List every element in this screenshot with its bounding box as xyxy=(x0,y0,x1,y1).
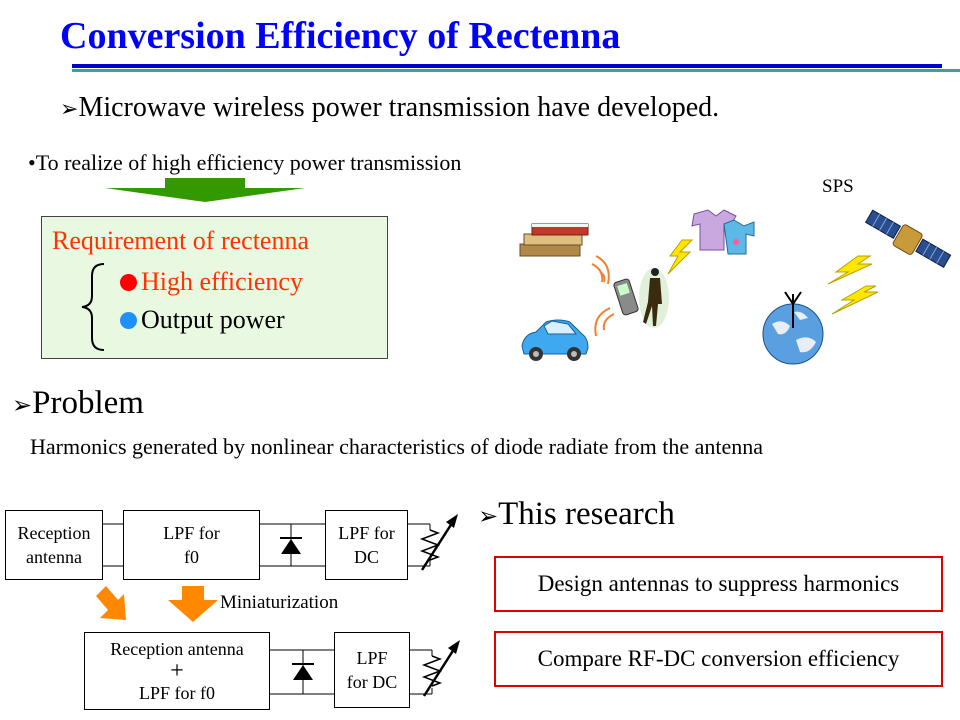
requirement-item-output-power: Output power xyxy=(120,305,285,335)
lightning-icon xyxy=(667,239,694,275)
problem-heading: ➢Problem xyxy=(12,385,144,421)
clothes-icon xyxy=(691,209,755,255)
down-right-arrow-icon xyxy=(96,586,126,620)
research-item-design-antennas: Design antennas to suppress harmonics xyxy=(494,556,943,612)
sps-label: SPS xyxy=(822,176,854,197)
problem-text: Harmonics generated by nonlinear charact… xyxy=(30,434,764,459)
bullet-intro-text: Microwave wireless power transmission ha… xyxy=(78,92,720,123)
mobile-phone-icon xyxy=(613,278,639,316)
car-icon xyxy=(521,319,589,361)
slide-title: Conversion Efficiency of Rectenna xyxy=(60,15,621,57)
requirement-box xyxy=(41,216,388,359)
brace-icon xyxy=(81,263,105,351)
block-reception-antenna-lpf: Reception antenna + LPF for f0 xyxy=(84,632,270,710)
variable-resistor-icon xyxy=(419,514,458,571)
sub-bullet: •To realize of high efficiency power tra… xyxy=(28,150,462,175)
title-underline-accent xyxy=(72,69,960,72)
bullet-arrow-icon: ➢ xyxy=(12,391,33,419)
requirement-item-high-efficiency: High efficiency xyxy=(120,267,303,297)
title-underline xyxy=(72,64,942,68)
down-arrow-orange-icon xyxy=(168,586,218,622)
diode-icon xyxy=(280,537,302,554)
block-lpf-dc: LPF for DC xyxy=(325,510,408,580)
requirement-title: Requirement of rectenna xyxy=(52,226,309,255)
radio-waves-icon xyxy=(591,255,615,337)
research-item-compare-efficiency: Compare RF-DC conversion efficiency xyxy=(494,631,943,687)
block-lpf-f0: LPF for f0 xyxy=(123,510,260,580)
blue-dot-icon xyxy=(120,311,137,329)
bullet-arrow-icon: ➢ xyxy=(60,97,79,122)
bullet-arrow-icon: ➢ xyxy=(478,502,499,530)
research-heading: ➢This research xyxy=(478,496,675,532)
bullet-intro: ➢Microwave wireless power transmission h… xyxy=(60,92,719,124)
down-arrow-icon xyxy=(105,178,305,202)
miniaturization-label: Miniaturization xyxy=(220,592,339,613)
lightning-icon xyxy=(827,255,879,315)
books-icon xyxy=(519,223,589,257)
person-icon xyxy=(639,268,669,328)
block-lpf-dc-bottom: LPF for DC xyxy=(334,632,410,708)
variable-resistor-icon xyxy=(421,640,460,697)
satellite-icon xyxy=(864,209,952,269)
red-dot-icon xyxy=(120,273,137,291)
globe-antenna-icon xyxy=(762,291,824,365)
diode-icon xyxy=(292,663,314,680)
block-reception-antenna: Reception antenna xyxy=(5,510,103,580)
